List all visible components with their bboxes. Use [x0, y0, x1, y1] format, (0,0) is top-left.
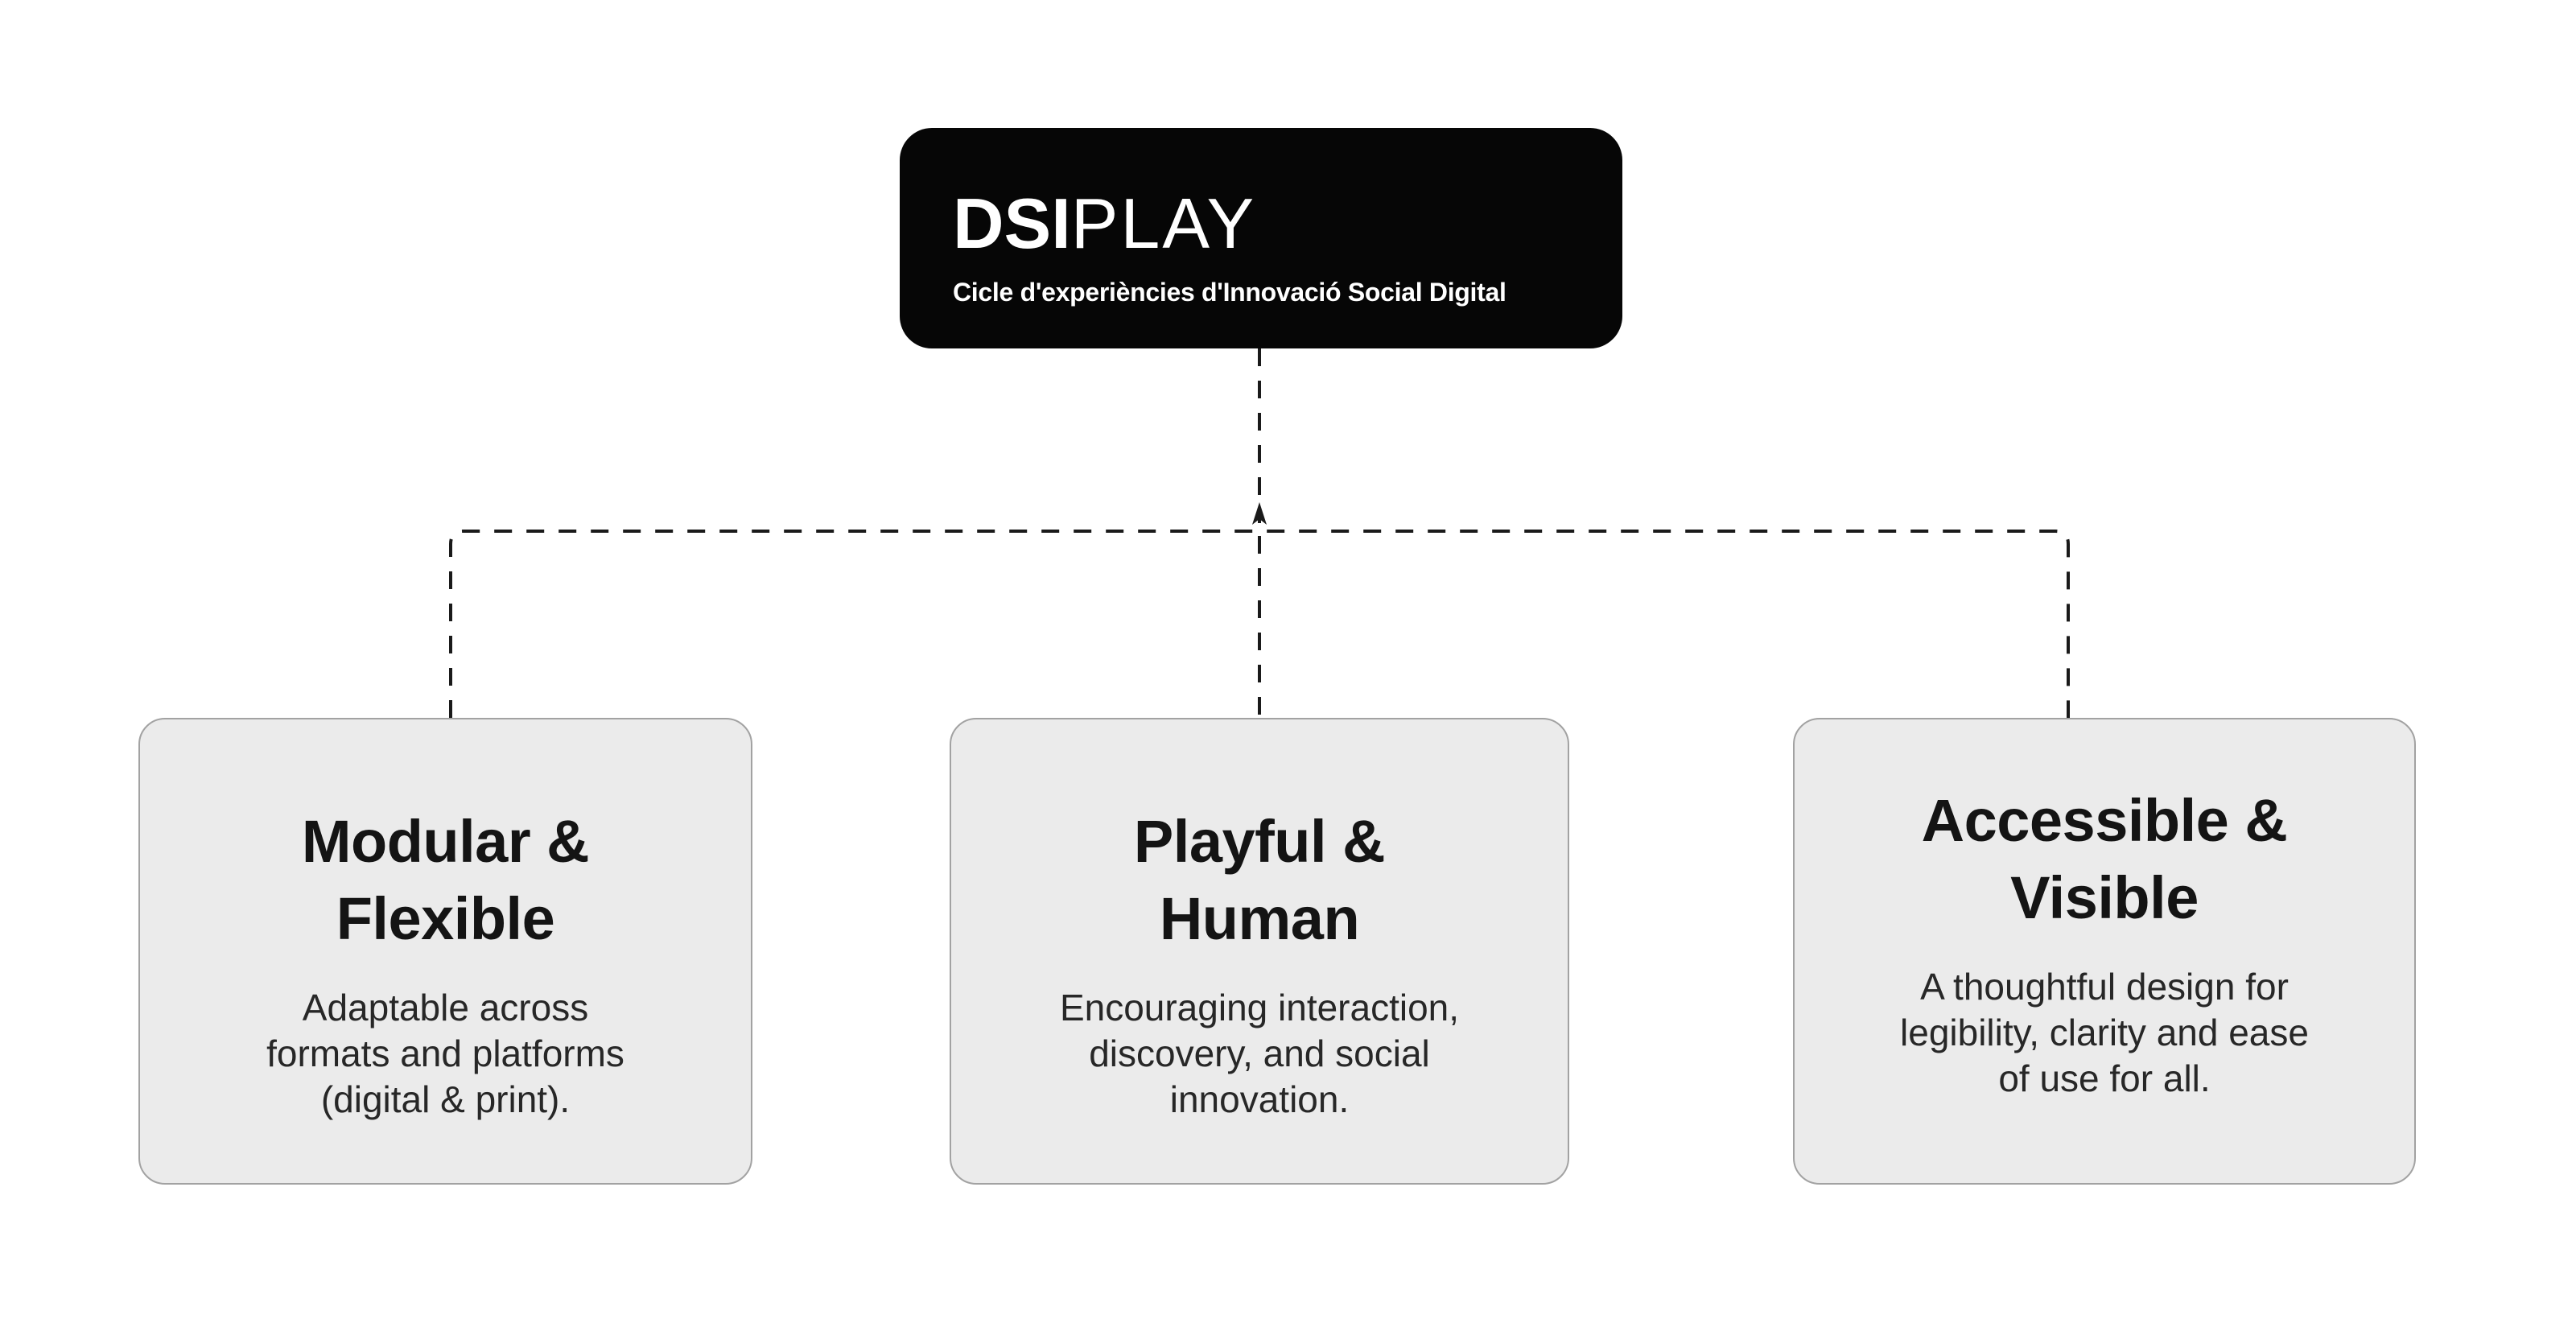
root-node-dsiplay: DSIPLAY Cicle d'experiències d'Innovació… [900, 128, 1622, 348]
card-playful-human: Playful & Human Encouraging interaction,… [950, 718, 1569, 1185]
card-description: A thoughtful design for legibility, clar… [1900, 966, 2309, 1099]
root-subtitle: Cicle d'experiències d'Innovació Social … [953, 278, 1506, 307]
card-modular-flexible: Modular & Flexible Adaptable across form… [138, 718, 752, 1185]
card-description: Adaptable across formats and platforms (… [266, 987, 624, 1120]
card-accessible-visible: Accessible & Visible A thoughtful design… [1793, 718, 2416, 1185]
card-title: Modular & Flexible [301, 808, 590, 952]
card-description: Encouraging interaction, discovery, and … [1059, 987, 1460, 1120]
connector-branch-bar [449, 530, 2070, 718]
logo-bold-part: DSI [953, 183, 1071, 263]
up-arrowhead-icon [1252, 502, 1267, 525]
dsiplay-logo: DSIPLAY [953, 179, 1574, 268]
logo-light-part: PLAY [1070, 183, 1257, 263]
card-title: Playful & Human [1133, 808, 1386, 952]
card-title: Accessible & Visible [1921, 787, 2288, 931]
